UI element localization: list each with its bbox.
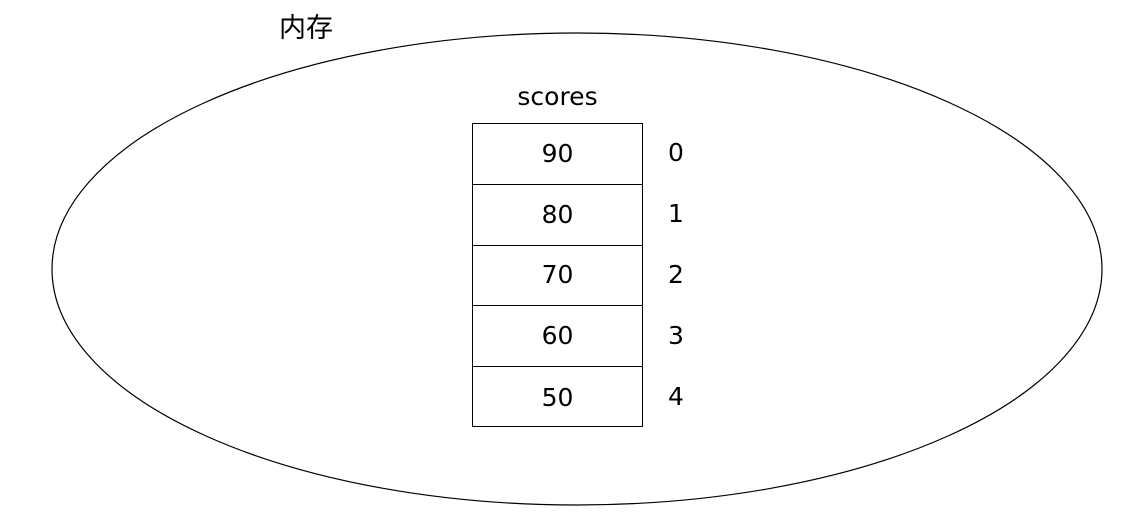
array-cell-value: 60 [541, 321, 574, 351]
memory-region-label: 内存 [279, 13, 333, 44]
array-cell-value: 80 [541, 199, 574, 229]
array-index-column: 0 1 2 3 4 [644, 123, 704, 427]
array-cell: 60 [473, 306, 642, 368]
array-cell-value: 50 [541, 382, 574, 412]
array-cell: 70 [473, 246, 642, 307]
array-cell-value: 90 [541, 138, 574, 168]
array-index-cell: 2 [644, 245, 704, 306]
array-index-value: 4 [668, 381, 684, 411]
array-index-cell: 4 [644, 366, 704, 427]
array-index-cell: 0 [644, 123, 704, 184]
array-index-value: 2 [668, 259, 684, 289]
array-table: 90 80 70 60 50 [472, 123, 643, 427]
array-cell: 50 [473, 367, 642, 428]
array-cell-value: 70 [541, 260, 574, 290]
array-name-label: scores [517, 82, 598, 111]
array-index-value: 3 [668, 320, 684, 350]
array-index-value: 1 [668, 199, 684, 229]
array-index-cell: 3 [644, 305, 704, 366]
array-index-value: 0 [668, 138, 684, 168]
array-index-cell: 1 [644, 184, 704, 245]
array-cell: 80 [473, 185, 642, 246]
array-cell: 90 [473, 124, 642, 185]
